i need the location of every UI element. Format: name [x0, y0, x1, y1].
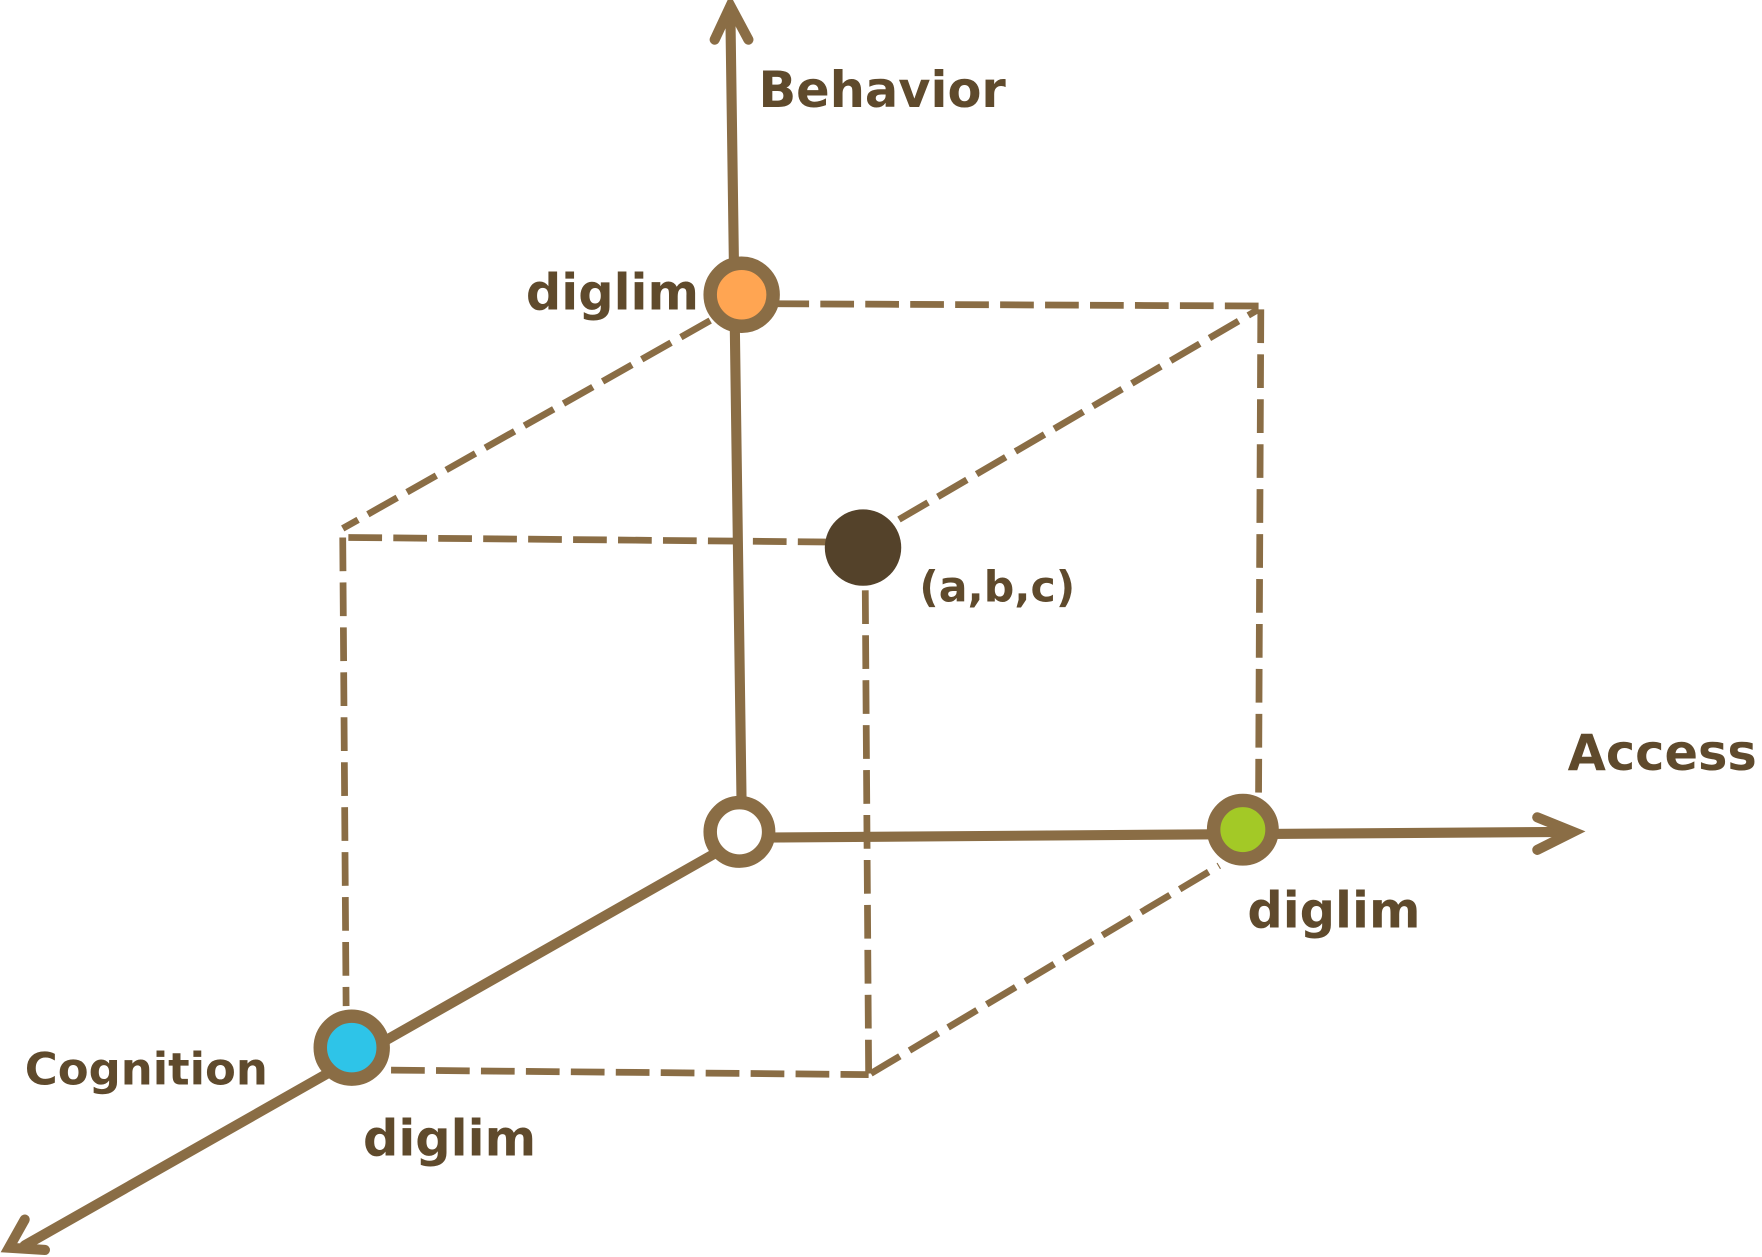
- behavior-axis-label: Behavior: [759, 61, 1007, 119]
- cognition-limit-node[interactable]: [313, 1009, 390, 1086]
- edge-top-right: [775, 300, 1259, 310]
- access-limit-label: diglim: [1247, 881, 1420, 939]
- cognition-axis-label: Cognition: [25, 1043, 268, 1096]
- access-axis-label: Access: [1568, 724, 1757, 782]
- edge-mid-diagonal: [897, 306, 1261, 523]
- access-axis: [759, 826, 1573, 843]
- access-arrowhead: [1532, 812, 1586, 855]
- behavior-arrowhead: [709, 0, 754, 45]
- behavior-limit-label: diglim: [526, 263, 699, 321]
- access-limit-node[interactable]: [1206, 793, 1279, 866]
- edge-top-left: [341, 317, 712, 532]
- origin-node[interactable]: [703, 795, 776, 868]
- cognition-limit-label: diglim: [363, 1110, 536, 1168]
- point-abc-label: (a,b,c): [919, 563, 1075, 613]
- behavior-axis: [725, 12, 747, 815]
- edge-left-vertical: [339, 537, 350, 1007]
- point-abc-node[interactable]: [824, 509, 902, 586]
- edge-bottom-diagonal: [869, 862, 1221, 1077]
- edge-right-vertical: [1255, 309, 1265, 793]
- edge-mid-horizontal: [348, 534, 826, 546]
- cognition-arrowhead: [0, 1214, 51, 1255]
- edge-bottom-horizontal: [391, 1066, 869, 1078]
- behavior-limit-node[interactable]: [703, 256, 780, 333]
- cube-edges: [339, 300, 1265, 1078]
